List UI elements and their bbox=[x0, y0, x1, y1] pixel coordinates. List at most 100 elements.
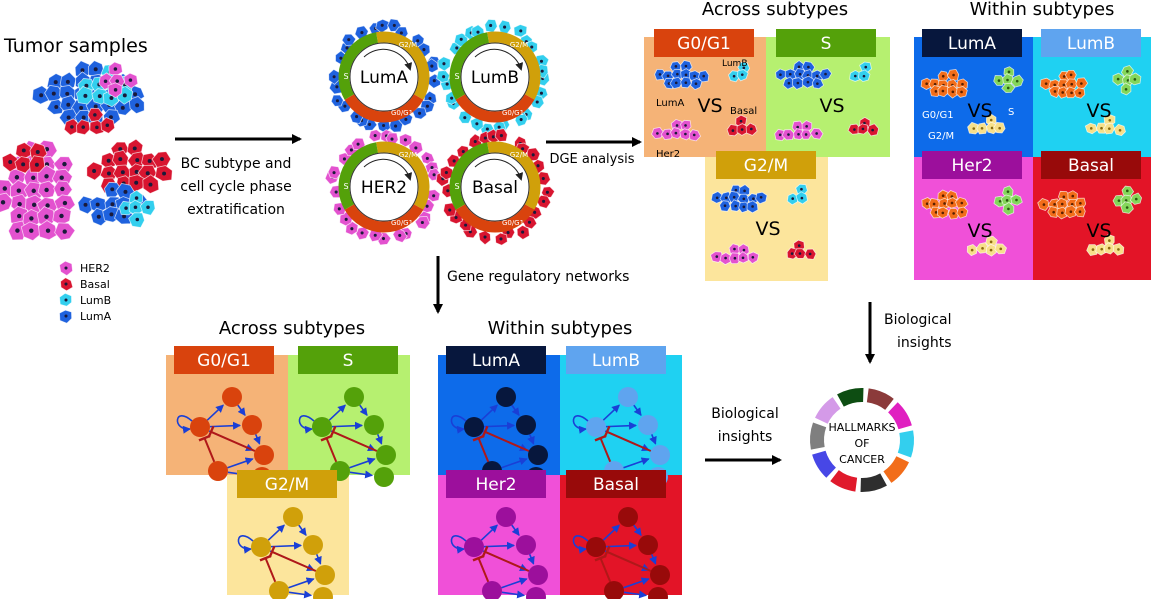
cell bbox=[1064, 204, 1078, 219]
activation-edge bbox=[331, 421, 364, 430]
cell-nucleus bbox=[743, 189, 746, 193]
cell bbox=[123, 72, 139, 89]
cell bbox=[726, 124, 740, 137]
cell bbox=[755, 191, 768, 205]
cell-nucleus bbox=[64, 266, 68, 270]
bio-insights-left-arrow: Biological insights bbox=[705, 406, 782, 465]
cell-nucleus bbox=[390, 137, 394, 141]
cell-nucleus bbox=[106, 158, 111, 163]
cell-nucleus bbox=[1007, 207, 1010, 211]
cell-nucleus bbox=[1107, 246, 1111, 250]
cell-nucleus bbox=[742, 205, 746, 209]
dge-across-title: Across subtypes bbox=[702, 0, 848, 20]
gene-node bbox=[604, 581, 624, 599]
cell-nucleus bbox=[530, 45, 534, 49]
cell-nucleus bbox=[733, 256, 737, 260]
cell-nucleus bbox=[92, 169, 97, 174]
legend-swatch-basal bbox=[60, 277, 74, 292]
cell bbox=[993, 75, 1005, 86]
hallmark-segment bbox=[812, 450, 836, 478]
cell bbox=[31, 85, 51, 105]
gene-node bbox=[315, 565, 335, 585]
cell-nucleus bbox=[798, 252, 802, 255]
activation-edge bbox=[605, 541, 638, 550]
cell-nucleus bbox=[60, 186, 65, 192]
cell bbox=[20, 221, 42, 242]
cell-nucleus bbox=[381, 236, 386, 241]
basal-cluster-left bbox=[1, 142, 48, 174]
cell-nucleus bbox=[1062, 75, 1066, 78]
hallmark-segment bbox=[897, 430, 914, 458]
tumor-samples-title: Tumor samples bbox=[3, 35, 148, 57]
repression-bar bbox=[472, 554, 485, 562]
cell-nucleus bbox=[1044, 82, 1048, 85]
cell-nucleus bbox=[499, 237, 503, 241]
cell-nucleus bbox=[545, 190, 549, 194]
cell-nucleus bbox=[950, 201, 954, 205]
luma-cells bbox=[775, 60, 833, 90]
cell bbox=[975, 242, 990, 254]
cell bbox=[1002, 201, 1015, 216]
g2m-arc-label: G2/M bbox=[399, 151, 417, 159]
cell-nucleus bbox=[446, 189, 450, 193]
panel-header-label: LumA bbox=[472, 351, 521, 371]
cell-nucleus bbox=[1125, 206, 1129, 209]
cell-nucleus bbox=[1134, 197, 1138, 201]
cell-nucleus bbox=[64, 298, 68, 302]
cell-nucleus bbox=[44, 174, 49, 179]
cell-nucleus bbox=[499, 134, 503, 138]
cell-nucleus bbox=[960, 90, 963, 94]
cell bbox=[1010, 74, 1024, 88]
activation-edge bbox=[270, 541, 303, 550]
cell-nucleus bbox=[952, 212, 955, 215]
lumb-cells bbox=[786, 183, 808, 206]
cell bbox=[719, 200, 731, 212]
activation-edge bbox=[623, 577, 650, 589]
lumb-cells bbox=[728, 61, 751, 83]
cell-nucleus bbox=[796, 81, 800, 85]
cell-nucleus bbox=[95, 125, 99, 130]
cycle-center bbox=[460, 42, 530, 112]
repression-edge bbox=[210, 430, 256, 452]
gene-node bbox=[374, 467, 394, 487]
cell-nucleus bbox=[109, 212, 114, 217]
cell bbox=[14, 156, 32, 174]
cell-nucleus bbox=[694, 82, 698, 86]
cell-nucleus bbox=[1125, 189, 1129, 193]
cell-nucleus bbox=[853, 128, 856, 131]
repression-edge bbox=[325, 437, 338, 463]
cell-nucleus bbox=[360, 31, 364, 35]
cell-nucleus bbox=[122, 214, 127, 219]
panel-header bbox=[776, 29, 876, 57]
cell-nucleus bbox=[59, 175, 64, 180]
cell bbox=[937, 206, 950, 219]
cell-nucleus bbox=[1117, 199, 1121, 202]
cell-nucleus bbox=[350, 227, 354, 231]
g2m-arc bbox=[487, 141, 541, 210]
gene-node bbox=[528, 445, 548, 465]
cell bbox=[993, 121, 1006, 134]
cell bbox=[994, 243, 1007, 255]
cell bbox=[737, 251, 749, 264]
vs-label: VS bbox=[697, 95, 722, 117]
g0g1-label: G0/G1 bbox=[922, 110, 954, 121]
cell-nucleus bbox=[134, 169, 139, 174]
dge-arrow: DGE analysis bbox=[546, 137, 642, 167]
activation-edge bbox=[209, 421, 242, 430]
cell-nucleus bbox=[804, 133, 808, 136]
cell-nucleus bbox=[93, 113, 97, 117]
cell bbox=[0, 192, 14, 213]
cell-nucleus bbox=[723, 204, 727, 208]
activation-edge bbox=[267, 524, 285, 541]
cell bbox=[849, 69, 862, 82]
cell-nucleus bbox=[527, 220, 531, 224]
cell-nucleus bbox=[1126, 70, 1129, 73]
cell-nucleus bbox=[824, 72, 827, 76]
hallmarks-label-line1: HALLMARKS bbox=[829, 421, 896, 434]
cell-nucleus bbox=[1069, 210, 1073, 214]
cell-nucleus bbox=[79, 105, 84, 110]
